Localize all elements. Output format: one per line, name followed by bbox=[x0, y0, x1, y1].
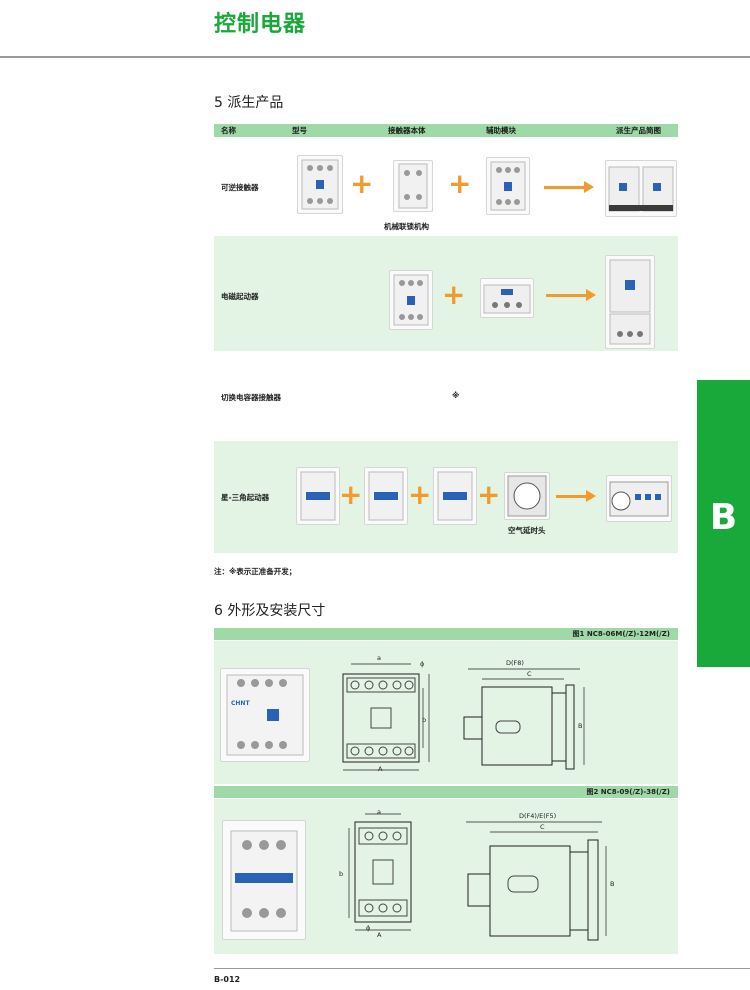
row-band-starter bbox=[214, 236, 678, 351]
dim-B: B bbox=[610, 880, 615, 888]
figure-2-header: 图2 NC8-09(/Z)-38(/Z) bbox=[214, 786, 678, 798]
row-label-starter: 电磁起动器 bbox=[221, 292, 259, 301]
timer-caption: 空气延时头 bbox=[508, 526, 546, 535]
contactor-image bbox=[389, 270, 433, 330]
col-diagram: 派生产品简图 bbox=[616, 126, 661, 135]
section-5-title: 5 派生产品 bbox=[214, 95, 284, 111]
figure-1-header: 图1 NC8-06M(/Z)-12M(/Z) bbox=[214, 628, 678, 640]
col-aux: 辅助模块 bbox=[486, 126, 516, 135]
page-number: B-012 bbox=[214, 975, 241, 984]
contactor-image bbox=[433, 467, 477, 525]
nc8-06m-photo: CHNT bbox=[220, 668, 310, 762]
figure-1-front-view bbox=[342, 663, 430, 771]
figure-1-title: 图1 NC8-06M(/Z)-12M(/Z) bbox=[572, 630, 670, 638]
row-label-star-delta: 星-三角起动器 bbox=[221, 493, 270, 502]
nc8-09-photo bbox=[222, 820, 306, 940]
dim-a: a bbox=[377, 808, 381, 816]
header-divider bbox=[0, 56, 750, 58]
plus-icon: + bbox=[339, 478, 363, 511]
col-model: 型号 bbox=[292, 126, 307, 135]
col-body: 接触器本体 bbox=[388, 126, 426, 135]
contactor-image bbox=[296, 467, 340, 525]
reversing-contactor-image bbox=[605, 160, 677, 217]
svg-text:CHNT: CHNT bbox=[231, 700, 250, 707]
table-header: 名称 型号 接触器本体 辅助模块 派生产品简图 bbox=[214, 124, 678, 137]
plus-icon: + bbox=[442, 278, 466, 311]
dim-D: D(F8) bbox=[506, 659, 524, 667]
arrow-right-icon bbox=[544, 181, 594, 193]
arrow-right-icon bbox=[546, 289, 596, 301]
footnote: 注：※表示正准备开发； bbox=[214, 567, 297, 576]
dim-phi: ϕ bbox=[366, 924, 371, 932]
dim-A: A bbox=[377, 931, 382, 939]
dim-D: D(F4)/E(F5) bbox=[519, 812, 557, 820]
figure-2-title: 图2 NC8-09(/Z)-38(/Z) bbox=[586, 788, 670, 796]
figure-1-side-view bbox=[463, 668, 585, 770]
plus-icon: + bbox=[448, 167, 472, 200]
figure-2-side-view bbox=[466, 821, 607, 941]
contactor-image bbox=[297, 155, 343, 214]
star-delta-starter-image bbox=[606, 475, 672, 522]
dim-C: C bbox=[540, 823, 545, 831]
col-name: 名称 bbox=[221, 126, 236, 135]
dim-phi: ϕ bbox=[420, 660, 425, 668]
aux-module-image bbox=[486, 157, 530, 215]
timer-head-image bbox=[504, 472, 550, 520]
thermal-relay-image bbox=[480, 278, 534, 318]
interlock-caption: 机械联锁机构 bbox=[384, 222, 429, 231]
pending-mark: ※ bbox=[452, 391, 460, 400]
plus-icon: + bbox=[350, 167, 374, 200]
contactor-image bbox=[364, 467, 408, 525]
section-6-title: 6 外形及安装尺寸 bbox=[214, 603, 326, 619]
magnetic-starter-image bbox=[605, 255, 655, 349]
footer-divider bbox=[214, 968, 750, 969]
arrow-right-icon bbox=[556, 490, 596, 502]
dim-b: b bbox=[339, 870, 344, 878]
plus-icon: + bbox=[477, 478, 501, 511]
dim-b: b bbox=[422, 716, 427, 724]
page-title: 控制电器 bbox=[214, 12, 307, 37]
interlock-image bbox=[393, 160, 433, 212]
dim-A: A bbox=[378, 765, 383, 773]
row-label-reversing: 可逆接触器 bbox=[221, 183, 259, 192]
row-label-capacitor: 切换电容器接触器 bbox=[221, 393, 281, 402]
section-tab bbox=[697, 380, 750, 667]
dim-C: C bbox=[527, 670, 532, 678]
plus-icon: + bbox=[408, 478, 432, 511]
dim-B: B bbox=[578, 722, 583, 730]
section-tab-letter: B bbox=[709, 497, 738, 538]
figure-2-front-view bbox=[348, 813, 412, 931]
dim-a: a bbox=[377, 654, 381, 662]
